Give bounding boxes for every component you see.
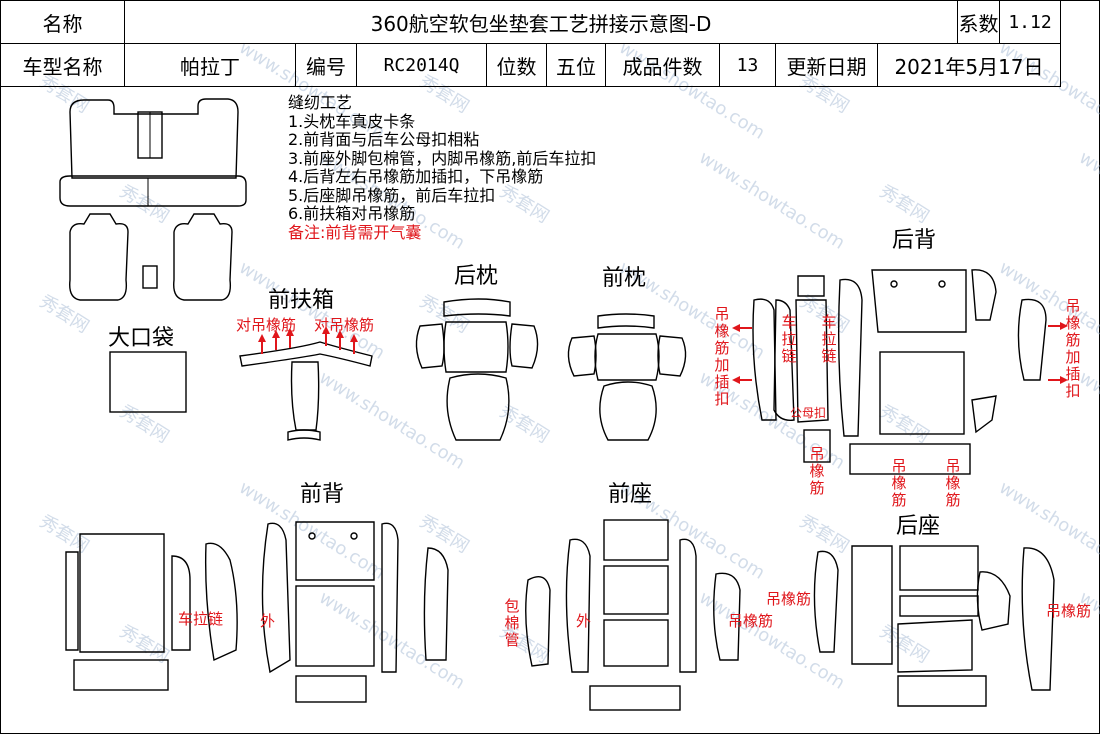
annotation-rear-back-bottom-a: 吊橡筋: [809, 445, 825, 497]
note-item: 4.后背左右吊橡筋加插扣，下吊橡筋: [288, 167, 544, 186]
section-label-rear-seat: 后座: [896, 514, 941, 539]
notes-title: 缝纫工艺: [288, 93, 353, 112]
front-armrest-pieces: [239, 341, 373, 441]
annotation-zipper-a: 车拉链: [781, 313, 797, 365]
section-label-rear-headrest: 后枕: [454, 264, 499, 289]
code-label: 编号: [295, 43, 357, 87]
pieces-label: 成品件数: [605, 43, 720, 87]
annotation-rear-seat-elastic-left: 吊橡筋: [766, 590, 812, 608]
annotation-rear-back-right: 吊橡筋加插扣: [1065, 297, 1081, 400]
big-pocket-piece: [109, 351, 187, 413]
annotation-armrest-right: 对吊橡筋: [314, 316, 375, 334]
annotation-front-seat-outer: 外: [576, 612, 592, 630]
sewing-notes: 缝纫工艺 1.头枕车真皮卡条 2.前背面与后车公母扣相粘 3.前座外脚包棉管，内…: [288, 93, 597, 242]
section-label-front-back: 前背: [300, 482, 345, 507]
annotation-snap: 公母扣: [790, 406, 827, 420]
note-item: 1.头枕车真皮卡条: [288, 111, 416, 131]
section-label-front-seat: 前座: [608, 482, 653, 507]
section-label-front-headrest: 前枕: [602, 266, 647, 291]
rear-headrest-pieces: [415, 298, 539, 441]
seats-value: 五位: [546, 43, 606, 87]
annotation-front-seat-elastic: 吊橡筋: [728, 612, 774, 630]
date-value: 2021年5月17日: [877, 43, 1061, 87]
annotation-front-seat-cotton: 包棉管: [504, 597, 520, 649]
annotation-rear-back-left: 吊橡筋加插扣: [714, 305, 730, 408]
rear-bench-thumbnail: [59, 98, 247, 207]
seats-label: 位数: [486, 43, 547, 87]
model-label: 车型名称: [0, 43, 125, 87]
note-item: 6.前扶箱对吊橡筋: [288, 204, 416, 223]
annotation-front-back-zipper: 车拉链: [178, 610, 224, 628]
date-label: 更新日期: [775, 43, 878, 87]
code-value: RC2014Q: [356, 43, 487, 87]
rear-back-pieces: [752, 269, 1047, 475]
document-title: 360航空软包坐垫套工艺拼接示意图-D: [124, 0, 958, 44]
pieces-value: 13: [719, 43, 776, 87]
model-value: 帕拉丁: [124, 43, 296, 87]
coefficient-value: 1.12: [999, 0, 1061, 44]
front-seat-pieces: [525, 519, 741, 711]
note-item: 3.前座外脚包棉管，内脚吊橡筋,前后车拉扣: [288, 148, 597, 168]
annotation-rear-back-bottom-c: 吊橡筋: [945, 457, 961, 509]
annotation-rear-back-bottom-b: 吊橡筋: [891, 457, 907, 509]
annotation-rear-seat-elastic-right: 吊橡筋: [1046, 602, 1092, 620]
section-label-front-armrest: 前扶箱: [268, 288, 335, 313]
section-label-big-pocket: 大口袋: [108, 326, 175, 351]
front-headrest-pieces: [567, 313, 687, 441]
annotation-front-back-outer: 外: [260, 612, 276, 630]
front-back-pieces: [65, 521, 449, 703]
front-seats-thumbnail: [69, 213, 233, 301]
annotation-arrows: [258, 322, 1068, 384]
annotation-zipper-b: 车拉链: [821, 313, 837, 365]
note-item: 5.后座脚吊橡筋，前后车拉扣: [288, 185, 496, 205]
section-label-rear-back: 后背: [892, 228, 937, 253]
annotation-armrest-left: 对吊橡筋: [236, 316, 297, 334]
header-table: 名称 360航空软包坐垫套工艺拼接示意图-D 系数 1.12 车型名称 帕拉丁 …: [0, 0, 1061, 87]
rear-seat-pieces: [813, 545, 1055, 707]
notes-remark: 备注:前背需开气囊: [288, 222, 422, 242]
note-item: 2.前背面与后车公母扣相粘: [288, 130, 480, 149]
